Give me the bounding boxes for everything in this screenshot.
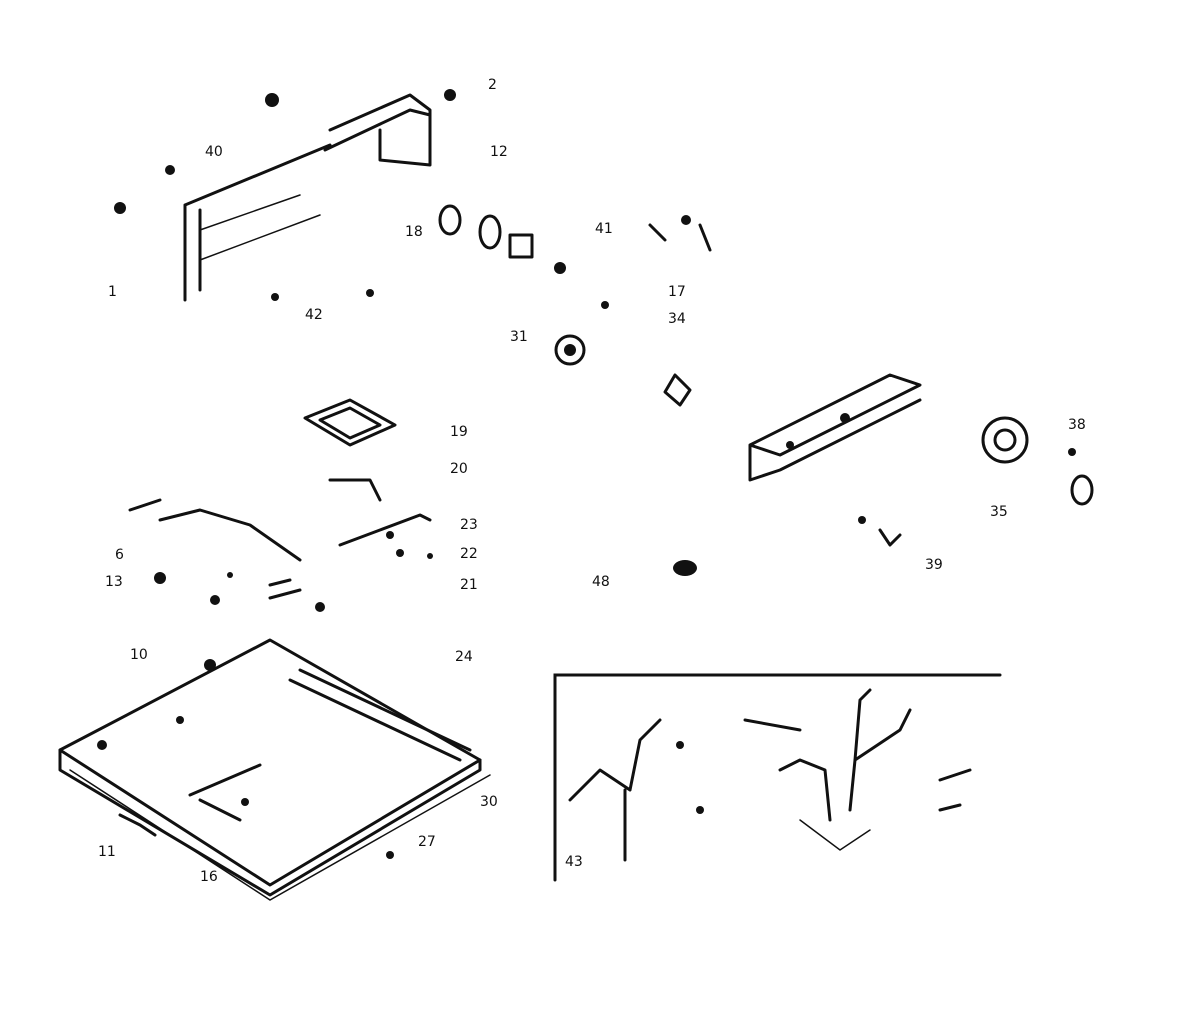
callout-23: 23 <box>460 517 478 533</box>
inset-wiring <box>568 688 972 862</box>
callout-22: 22 <box>460 546 478 562</box>
arm-housing <box>114 89 456 302</box>
slide-plate <box>303 398 433 559</box>
callout-13: 13 <box>105 574 123 590</box>
bed-bar <box>748 373 922 482</box>
callout-11: 11 <box>98 844 116 860</box>
bobbin-parts <box>858 416 1094 547</box>
callout-17: 17 <box>668 284 686 300</box>
callout-35: 35 <box>990 504 1008 520</box>
callout-40: 40 <box>205 144 223 160</box>
callout-43: 43 <box>565 854 583 870</box>
callout-38: 38 <box>1068 417 1086 433</box>
callout-48: 48 <box>592 574 610 590</box>
shaft-components <box>438 204 712 366</box>
callout-10: 10 <box>130 647 148 663</box>
callout-20: 20 <box>450 461 468 477</box>
callout-6: 6 <box>115 547 124 563</box>
callout-34: 34 <box>668 311 686 327</box>
callout-2: 2 <box>488 77 497 93</box>
callout-19: 19 <box>450 424 468 440</box>
callout-1: 1 <box>108 284 117 300</box>
callout-12: 12 <box>490 144 508 160</box>
callout-18: 18 <box>405 224 423 240</box>
machine-base <box>58 638 491 901</box>
inset-frame <box>553 673 1002 882</box>
callout-30: 30 <box>480 794 498 810</box>
feed-dog-holder <box>663 373 697 576</box>
callout-42: 42 <box>305 307 323 323</box>
tension-parts <box>128 498 325 612</box>
callout-24: 24 <box>455 649 473 665</box>
callout-31: 31 <box>510 329 528 345</box>
callout-21: 21 <box>460 577 478 593</box>
callout-41: 41 <box>595 221 613 237</box>
callout-39: 39 <box>925 557 943 573</box>
callout-16: 16 <box>200 869 218 885</box>
callout-27: 27 <box>418 834 436 850</box>
